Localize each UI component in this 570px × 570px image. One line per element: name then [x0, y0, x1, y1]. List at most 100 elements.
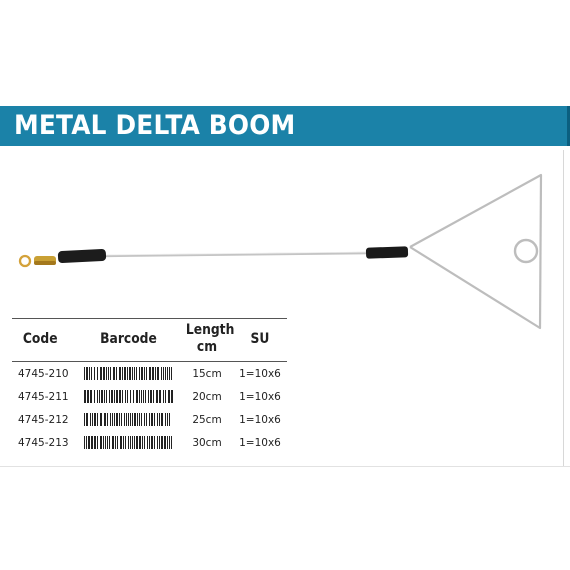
barcode-bar [164, 390, 166, 403]
barcode-bar [146, 436, 148, 449]
header-length: Length cm [184, 319, 234, 362]
barcode-bar [88, 367, 90, 380]
barcode-bar [160, 413, 163, 426]
barcode-bar [121, 367, 123, 380]
barcode-bar [93, 413, 96, 426]
barcode-bar [122, 436, 124, 449]
barcode-bar [151, 367, 154, 380]
barcode-bar [170, 436, 172, 449]
product-spec-table: Code Barcode Length cm SU 4745-210 15cm … [12, 318, 287, 454]
header-length-line1: Length [185, 322, 235, 338]
barcode-bar [104, 436, 106, 449]
barcode-bar [138, 436, 141, 449]
barcode-bar [99, 367, 102, 380]
bottom-divider [0, 466, 570, 467]
barcode-bar [147, 390, 149, 403]
cell-su: 1=10x6 [239, 367, 281, 380]
barcode-bar [131, 367, 133, 380]
barcode-bar [138, 367, 140, 380]
barcode-bar [118, 413, 120, 426]
barcode-bar [168, 413, 170, 426]
barcode-image [83, 436, 172, 449]
barcode-bar [99, 436, 102, 449]
barcode-bar [133, 436, 135, 449]
barcode-bar [118, 367, 121, 380]
cell-length: 20cm [192, 390, 222, 403]
barcode-bar [142, 390, 144, 403]
rod-sleeve [57, 248, 107, 264]
barcode-bar [115, 413, 118, 426]
barcode-bar [163, 436, 166, 449]
barcode-bar [96, 413, 98, 426]
barcode-bar [112, 367, 115, 380]
barcode-bar [152, 390, 154, 403]
barcode-image [83, 367, 172, 380]
barcode-bar [93, 390, 95, 403]
barcode-bar [119, 436, 122, 449]
barcode-bar [143, 413, 145, 426]
barcode-bar [113, 413, 115, 426]
barcode-bar [164, 367, 166, 380]
barcode-bar [129, 436, 131, 449]
barcode-image [83, 413, 170, 426]
barcode-bar [109, 367, 111, 380]
barcode-bar [140, 413, 142, 426]
barcode-bar [145, 367, 147, 380]
barcode-bar [135, 436, 138, 449]
barcode-bar [111, 436, 114, 449]
cell-barcode [76, 362, 181, 386]
barcode-bar [168, 436, 170, 449]
barcode-bar [148, 413, 150, 426]
barcode-bar [162, 390, 164, 403]
cell-barcode [76, 408, 181, 431]
frame-sleeve [365, 246, 409, 259]
barcode-bar [135, 390, 138, 403]
barcode-bar [154, 367, 156, 380]
barcode-bar [90, 367, 92, 380]
cell-su: 1=10x6 [239, 413, 281, 426]
table-row: 4745-213 30cm 1=10x6 [12, 431, 287, 454]
cell-code: 4745-213 [18, 436, 69, 449]
barcode-bar [96, 367, 98, 380]
product-image [18, 173, 543, 330]
barcode-bar [83, 367, 85, 380]
table-row: 4745-212 25cm 1=10x6 [12, 408, 287, 431]
barcode-bar [98, 390, 100, 403]
barcode-bar [110, 390, 113, 403]
barcode-image [83, 390, 173, 403]
cell-code: 4745-210 [18, 367, 69, 380]
barcode-bar [166, 367, 168, 380]
barcode-bar [96, 390, 98, 403]
barcode-bar [109, 413, 111, 426]
barcode-bar [83, 436, 85, 449]
barcode-bar [100, 390, 103, 403]
swivel-shade [34, 261, 56, 265]
barcode-bar [103, 390, 105, 403]
barcode-bar [96, 436, 98, 449]
barcode-bar [160, 367, 162, 380]
barcode-bar [131, 436, 133, 449]
barcode-bar [89, 413, 91, 426]
barcode-bar [156, 367, 159, 380]
barcode-bar [138, 390, 140, 403]
page-title: METAL DELTA BOOM [14, 110, 296, 141]
table-row: 4745-210 15cm 1=10x6 [12, 362, 287, 386]
barcode-bar [135, 367, 137, 380]
barcode-bar [149, 390, 152, 403]
barcode-bar [156, 436, 158, 449]
title-banner: METAL DELTA BOOM [0, 106, 570, 146]
barcode-bar [143, 436, 145, 449]
header-su: SU [250, 330, 270, 347]
barcode-bar [125, 413, 127, 426]
barcode-bar [83, 390, 86, 403]
barcode-bar [106, 413, 108, 426]
barcode-bar [166, 436, 168, 449]
barcode-bar [90, 436, 93, 449]
barcode-bar [102, 367, 105, 380]
barcode-bar [124, 390, 126, 403]
barcode-bar [123, 413, 125, 426]
right-divider [563, 150, 564, 466]
barcode-bar [106, 436, 108, 449]
barcode-bar [155, 390, 158, 403]
barcode-bar [168, 367, 170, 380]
